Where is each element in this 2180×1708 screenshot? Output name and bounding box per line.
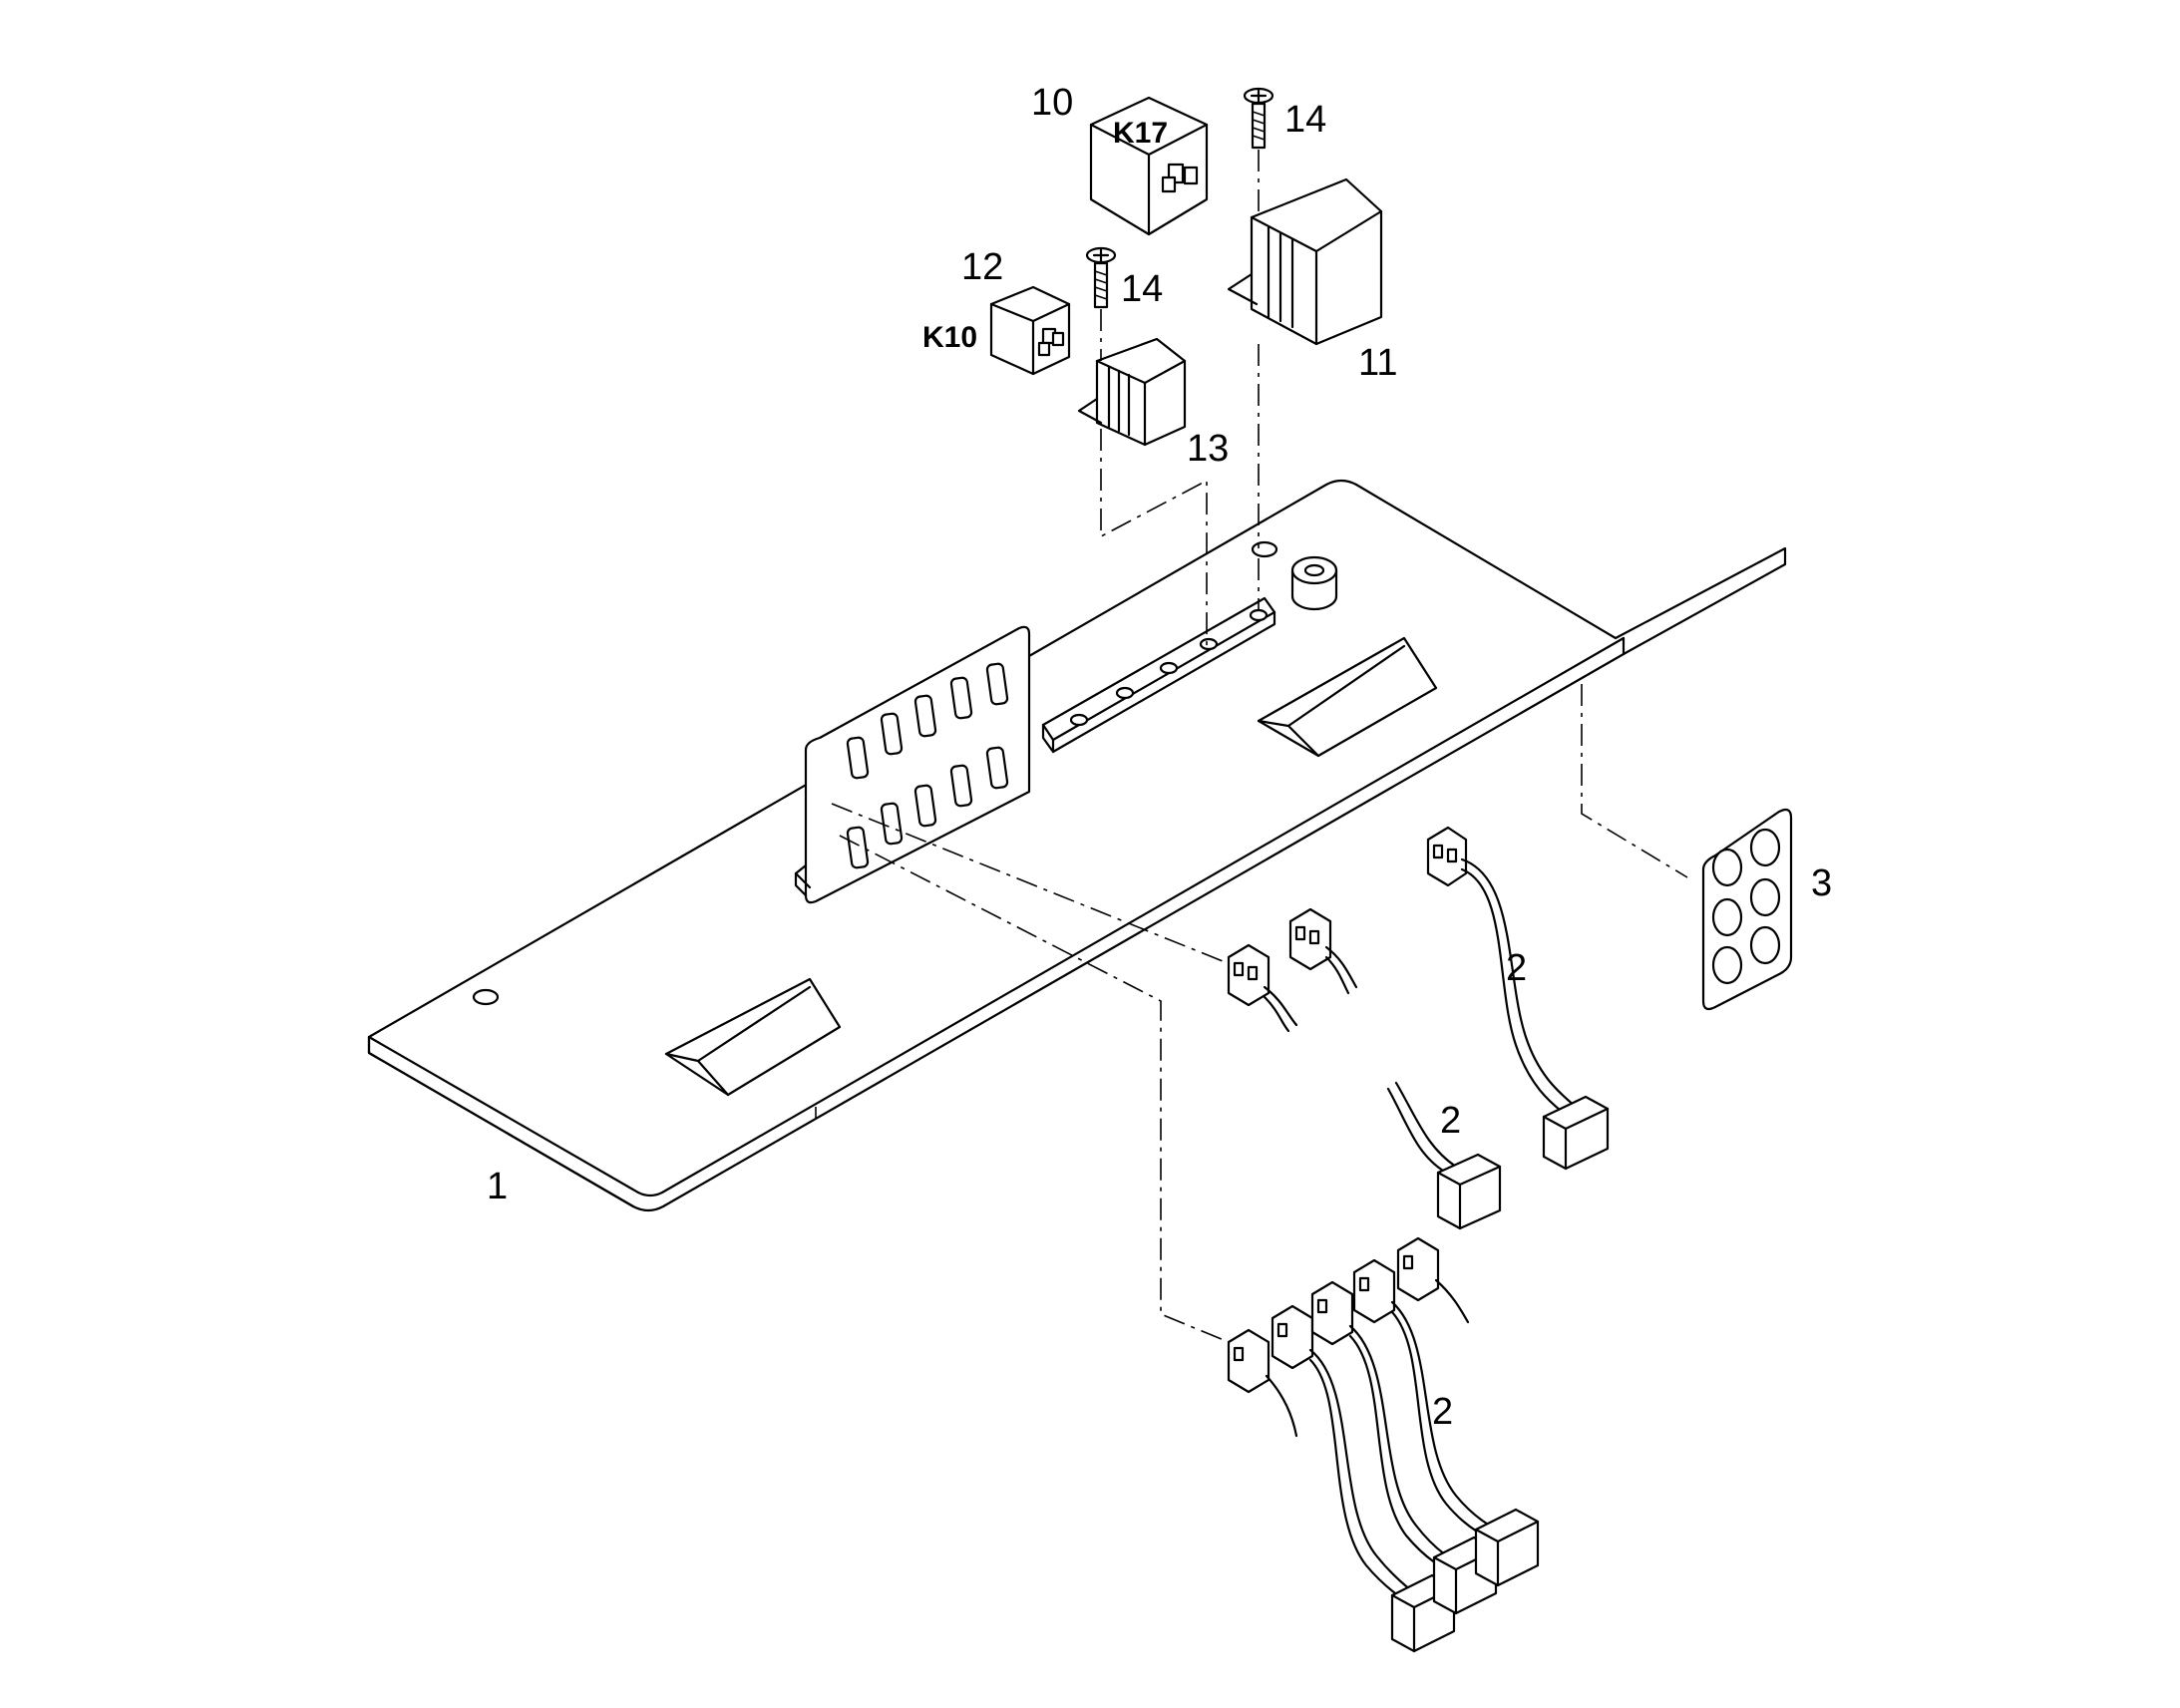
grommet-plate	[1701, 808, 1793, 1011]
assembly-leader-lines	[831, 150, 1688, 1343]
callout-2-middle: 2	[1440, 1100, 1461, 1142]
bracket-slot-row-top	[846, 662, 1009, 780]
callout-14-upper: 14	[1284, 99, 1326, 141]
base-plate	[367, 479, 1787, 1212]
standoff-spacer	[1290, 555, 1338, 611]
callout-11: 11	[1358, 342, 1397, 384]
callout-1: 1	[487, 1166, 508, 1207]
wire-harness-c	[1386, 1081, 1502, 1230]
callout-13: 13	[1187, 428, 1229, 470]
relay-socket-large	[1227, 177, 1383, 346]
vent-louvre-front	[664, 977, 842, 1097]
callout-3: 3	[1811, 862, 1832, 904]
relay-k17: K17	[1089, 96, 1209, 236]
callout-labels: 1 2 2 2 3 10 11 12 13 14 14	[487, 82, 1832, 1433]
callout-2-lower: 2	[1432, 1391, 1453, 1433]
callout-2-upper: 2	[1506, 947, 1527, 989]
screw-small-socket	[1085, 246, 1117, 309]
callout-12: 12	[961, 246, 1003, 288]
wire-harness-b	[1227, 907, 1358, 1033]
relay-k10: K10	[922, 285, 1071, 376]
mounting-hole	[1251, 540, 1278, 558]
connector-bracket	[794, 625, 1031, 904]
callout-14-lower: 14	[1121, 268, 1163, 310]
relay-label-k10: K10	[922, 321, 977, 354]
relay-label-k17: K17	[1113, 117, 1168, 150]
screw-large-socket	[1243, 87, 1274, 150]
callout-10: 10	[1031, 82, 1073, 124]
bracket-slot-row-bottom	[846, 746, 1009, 869]
relay-mounting-rail	[1041, 596, 1276, 754]
wire-harness-d	[1227, 1236, 1540, 1653]
vent-louvre-rear	[1257, 636, 1438, 758]
wire-harness-a	[1426, 826, 1610, 1171]
relay-socket-small	[1077, 337, 1187, 447]
mounting-hole	[472, 988, 500, 1006]
